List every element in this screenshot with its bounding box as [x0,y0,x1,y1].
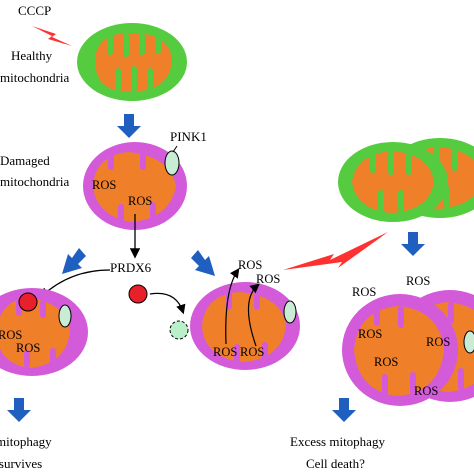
cell-death-label: Cell death? [306,456,365,471]
healthy-mitochondrion [77,23,187,101]
ros-right-6: ROS [414,384,438,398]
damaged-label-line2: mitochondria [0,174,70,189]
pink1-label: PINK1 [170,129,207,144]
pink1-pointer [172,145,178,153]
ros-right-2: ROS [352,285,376,299]
ros-release-arrow-2 [247,283,260,347]
blue-down-arrow-right-icon [401,232,425,256]
prdx6-free-protein [128,284,148,304]
cell-survives-label: Cell survives [0,456,42,471]
prdx6-label: PRDX6 [110,260,152,275]
ros-right-5: ROS [374,355,398,369]
ros-middle-1: ROS [213,345,237,359]
damaged-label-line1: Damaged [0,153,50,168]
ros-released-1: ROS [238,258,262,272]
healthy-label-line1: Healthy [11,48,53,63]
lightning-bolt-icon [32,26,72,46]
middle-mitochondrion [190,282,300,370]
pink1-protein [164,150,180,176]
ros-left-1: ROS [0,328,22,342]
left-mitochondrion [0,288,88,376]
pink1-protein-right [463,330,474,354]
prdx6-bound-protein [18,292,38,312]
ros-middle-2: ROS [240,345,264,359]
ros-left-2: ROS [16,341,40,355]
cccp-label: CCCP [18,3,51,18]
pink1-protein-middle [283,300,297,324]
ros-right-4: ROS [426,335,450,349]
healthy-label-line2: mitochondria [0,70,70,85]
blue-down-arrow-icon [117,114,141,138]
blue-left-diagonal-arrow-icon [62,248,86,274]
blue-down-arrow-middle-icon [332,398,356,422]
mitophagy-label: mitophagy [0,434,52,449]
prdx6-inactive-protein [169,320,189,340]
blue-right-diagonal-arrow-icon [191,250,215,276]
arrow-prdx6-to-dashed [149,292,186,315]
large-lightning-bolt-icon [283,232,388,270]
damaged-mitochondria-pair [342,290,474,406]
ros-release-arrow-1 [225,268,240,345]
ros-damaged-2: ROS [128,194,152,208]
damaged-mitochondrion [83,142,187,230]
blue-down-arrow-left-icon [7,398,31,422]
ros-right-3: ROS [358,327,382,341]
ros-released-2: ROS [256,272,280,286]
pink1-protein-left [58,304,72,328]
healthy-mitochondria-pair [338,138,474,222]
ros-damaged-1: ROS [92,178,116,192]
ros-right-1: ROS [406,274,430,288]
excess-mitophagy-label: Excess mitophagy [290,434,385,449]
